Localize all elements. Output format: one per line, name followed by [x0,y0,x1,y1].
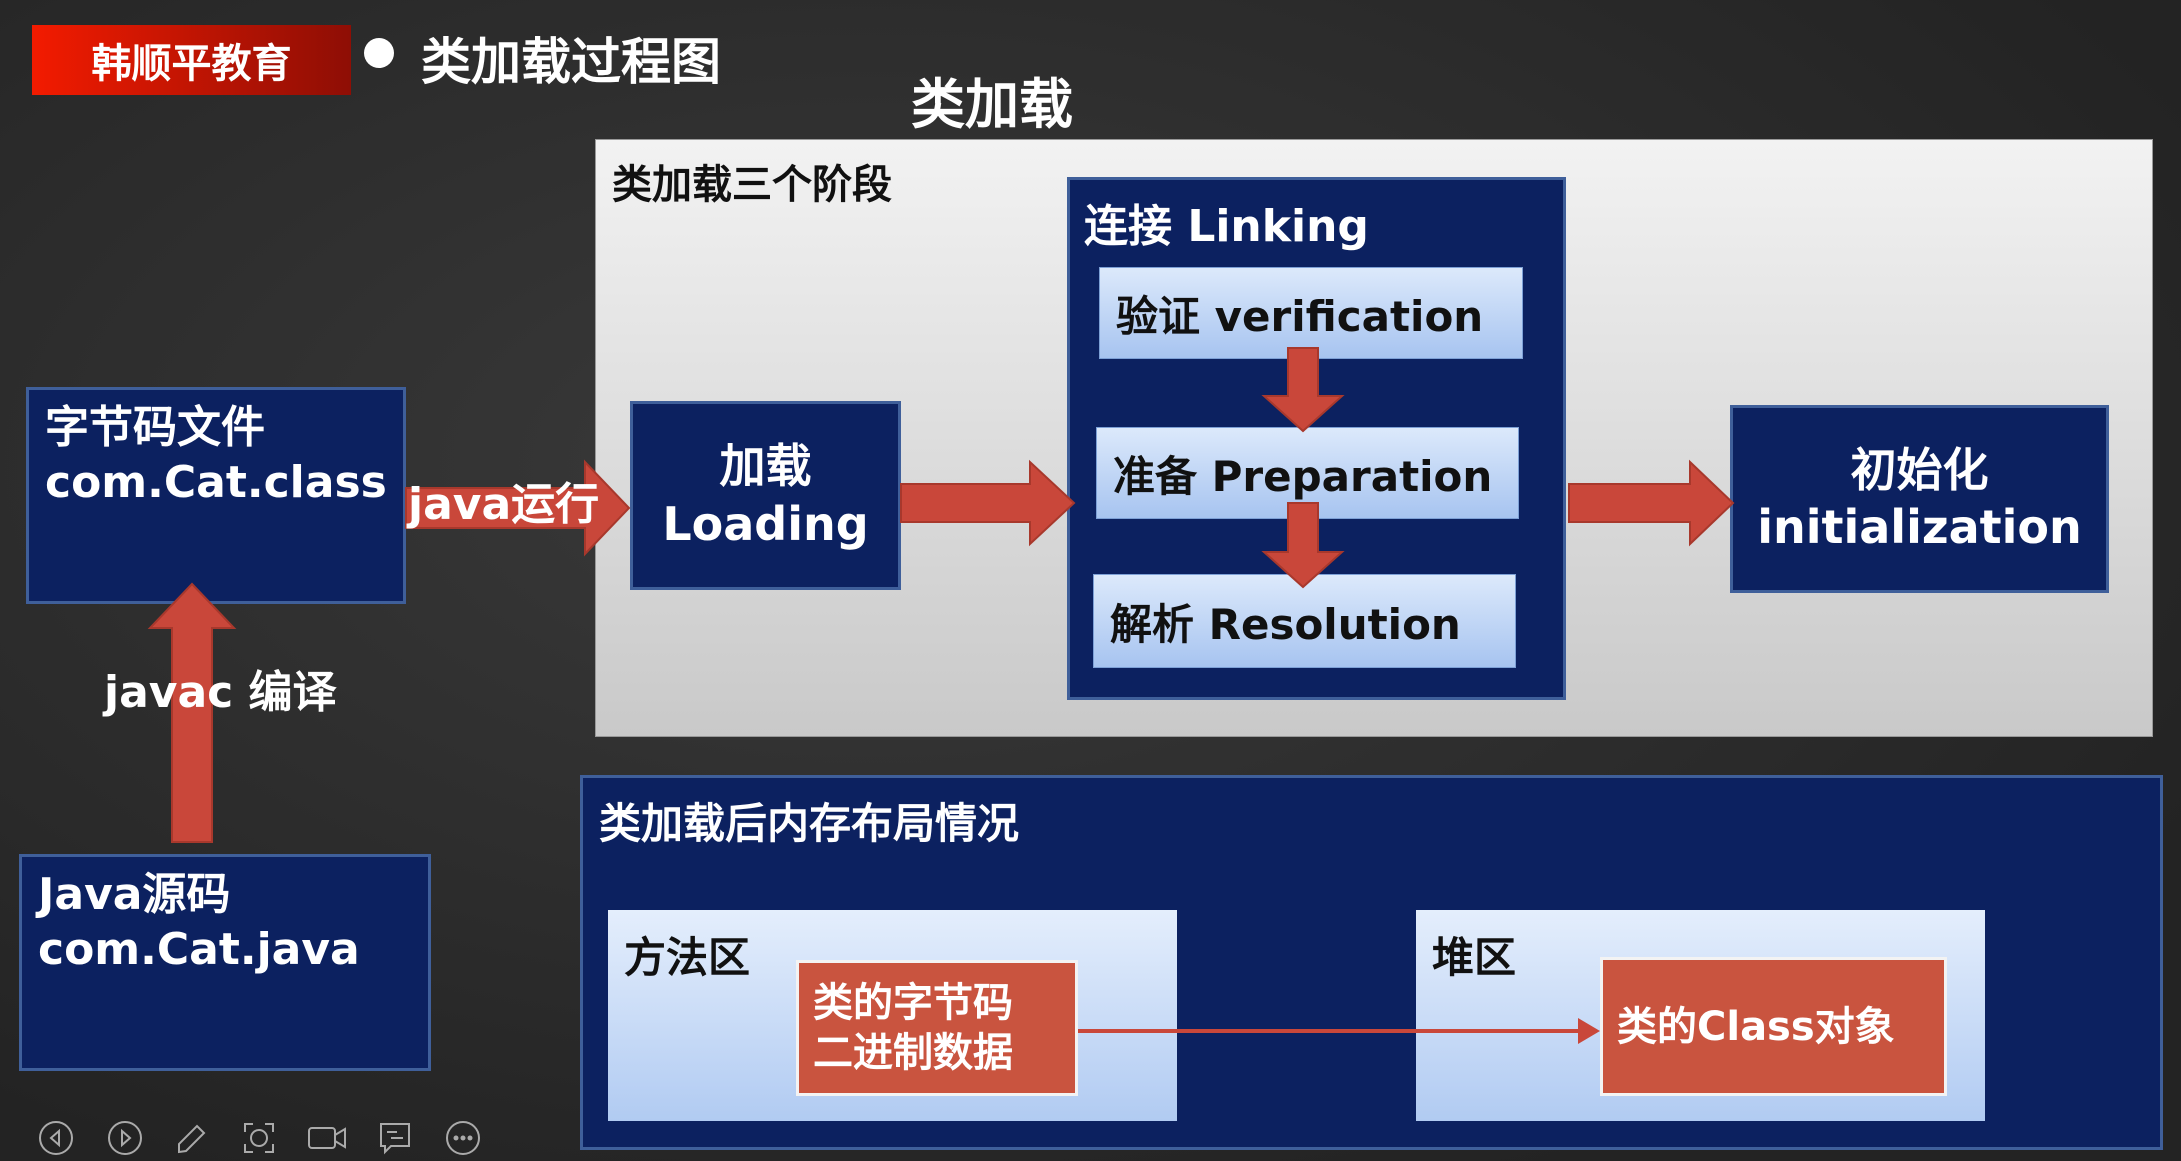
init-box: 初始化 initialization [1730,405,2109,593]
bytecode-data-line2: 二进制数据 [813,1030,1013,1076]
pen-button[interactable] [171,1118,211,1158]
bytecode-data-line1: 类的字节码 [813,980,1013,1026]
more-button[interactable] [443,1118,483,1158]
previous-button[interactable] [36,1118,76,1158]
next-button[interactable] [105,1118,145,1158]
comment-button[interactable] [375,1118,415,1158]
source-file: com.Cat.java [38,924,360,975]
bytecode-file: com.Cat.class [45,457,387,508]
loading-box: 加载 Loading [630,401,901,590]
slide-title: 类加载过程图 [421,33,721,91]
camera-icon [308,1127,346,1149]
memory-title: 类加载后内存布局情况 [599,799,1020,848]
screenshot-icon [244,1123,274,1153]
class-object-label: 类的Class对象 [1617,1003,1895,1050]
bytecode-cn: 字节码文件 [45,402,265,453]
screenshot-button[interactable] [239,1118,279,1158]
method-area-label: 方法区 [624,933,751,982]
comment-icon [380,1123,410,1155]
source-cn: Java源码 [38,869,231,920]
loading-cn: 加载 [719,439,812,493]
heap-label: 堆区 [1432,933,1517,982]
linking-title: 连接 Linking [1084,201,1369,252]
source-box: Java源码 com.Cat.java [19,854,431,1071]
previous-icon [39,1121,73,1155]
init-en: initialization [1757,500,2082,554]
class-object: 类的Class对象 [1600,957,1947,1096]
resolution-step: 解析 Resolution [1093,574,1516,668]
compile-label: javac 编译 [104,667,337,718]
init-cn: 初始化 [1850,442,1989,497]
camera-button[interactable] [307,1118,347,1158]
brand-badge: 韩顺平教育 [32,25,351,95]
stages-title: 类加载三个阶段 [612,162,892,208]
run-label: java运行 [408,479,600,530]
next-icon [108,1121,142,1155]
preparation-step: 准备 Preparation [1096,427,1519,519]
more-icon [446,1121,480,1155]
verification-step: 验证 verification [1099,267,1523,359]
heading: 类加载 [911,73,1073,136]
bullet-icon [364,38,394,68]
loading-en: Loading [662,496,869,551]
bytecode-box: 字节码文件 com.Cat.class [26,387,406,604]
class-bytecode-data: 类的字节码 二进制数据 [796,960,1078,1096]
pen-icon [178,1124,206,1154]
